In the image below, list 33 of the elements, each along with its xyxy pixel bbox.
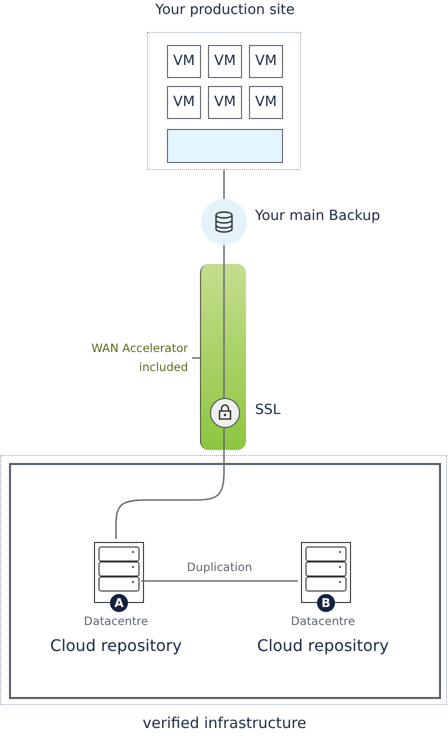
vm-box [249,45,283,78]
node-caption: Datacentre [82,614,150,628]
vm-label: VM [172,94,196,110]
vm-box [208,86,242,119]
vm-label: VM [213,53,237,69]
vm-box [167,86,201,119]
leader-line [192,357,200,359]
site-badge: B [317,594,335,612]
vm-label: VM [254,53,278,69]
vm-label: VM [172,53,196,69]
connector-line [223,245,225,398]
site-badge: A [110,594,128,612]
node-caption: SSL [255,402,281,418]
edge-label: Duplication [186,560,254,574]
backup-circle [201,199,247,245]
node-caption: Datacentre [290,614,356,628]
node-caption: Your main Backup [255,208,380,224]
vm-label: VM [213,94,237,110]
connector-line [223,170,225,199]
vm-box [249,86,283,119]
node-caption: Cloud repository [256,636,390,655]
vm-box [167,45,201,78]
connector-line [115,428,225,539]
connector-line [141,580,298,582]
lock-circle [210,398,240,428]
heading-text: Your production site [154,2,296,18]
vm-box [208,45,242,78]
vm-label: VM [254,94,278,110]
heading-text: WAN Accelerator included [90,340,188,376]
heading-text: verified infrastructure [142,714,308,732]
node-caption: Cloud repository [49,636,183,655]
tunnel-bar [200,264,246,450]
storage-bar [167,129,283,163]
